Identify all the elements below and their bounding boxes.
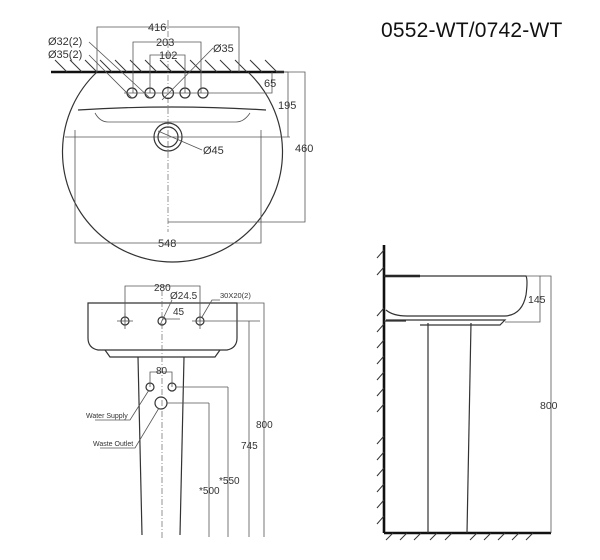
hole-label-center: Ø35 <box>213 43 234 55</box>
overflow-icon <box>157 316 167 326</box>
dim-460: 460 <box>295 143 313 155</box>
basin-side <box>384 275 528 317</box>
front-view: 280 Ø24.5 45 30X20(2) 80 Water Supply Wa… <box>86 283 273 540</box>
waste-outlet-label: Waste Outlet <box>93 441 133 448</box>
pedestal-right <box>179 356 185 536</box>
top-view: 416 203 102 Ø32(2) Ø35(2) Ø35 65 195 460… <box>48 20 313 263</box>
drain-label: Ø45 <box>203 145 224 157</box>
dim-65: 65 <box>264 78 276 90</box>
tap-holes <box>124 86 211 100</box>
dim-80: 80 <box>156 366 168 377</box>
floor-hatch <box>385 532 534 541</box>
dim-800-side: 800 <box>540 400 558 412</box>
hole-label-32: Ø32(2) <box>48 36 82 48</box>
basin-outline <box>61 71 284 263</box>
waste-outlet-icon <box>154 396 168 410</box>
dim-145: 145 <box>528 294 546 306</box>
drain-outer-icon <box>153 122 183 152</box>
dim-203: 203 <box>156 37 174 49</box>
mount-hole-label: 30X20(2) <box>220 291 251 300</box>
hole-label-35: Ø35(2) <box>48 49 82 61</box>
dim-745: 745 <box>241 441 258 452</box>
basin-rim <box>77 106 267 111</box>
dim-800-front: 800 <box>256 420 273 431</box>
side-wall-hatch <box>376 249 385 525</box>
side-pedestal-right <box>466 322 472 534</box>
dim-416: 416 <box>148 22 166 34</box>
pedestal-left <box>137 356 143 536</box>
water-supply-label: Water Supply <box>86 413 128 420</box>
dim-102: 102 <box>159 50 177 62</box>
drain-inner-icon <box>157 126 179 148</box>
side-view: 145 800 <box>376 245 558 541</box>
overflow-label: Ø24.5 <box>170 291 198 302</box>
dim-280: 280 <box>154 283 171 294</box>
dim-45: 45 <box>173 307 185 318</box>
basin-rim-inner <box>94 112 251 123</box>
basin-front <box>87 302 238 351</box>
dim-548: 548 <box>158 238 176 250</box>
dim-550: *550 <box>219 476 240 487</box>
dim-500: *500 <box>199 486 220 497</box>
dim-195: 195 <box>278 100 296 112</box>
wall-hatch <box>54 59 278 73</box>
model-number-title: 0552-WT/0742-WT <box>381 19 563 42</box>
